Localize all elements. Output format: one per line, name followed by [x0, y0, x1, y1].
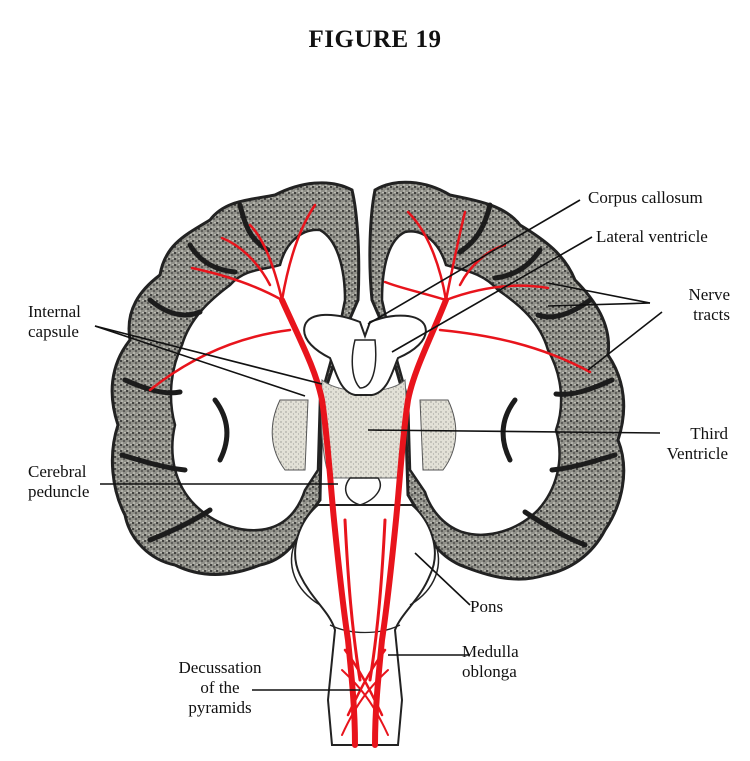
figure-title: FIGURE 19	[308, 26, 442, 53]
nerve-tracts-red	[148, 203, 592, 748]
leader-lines	[94, 199, 663, 691]
medulla-ring	[329, 624, 401, 634]
sulci	[119, 202, 618, 548]
left-temporal-edge	[290, 539, 321, 606]
right-basal-nucleus	[419, 399, 457, 471]
third-ventricle	[344, 477, 381, 506]
label-pons: Pons	[470, 597, 504, 616]
septum	[351, 339, 377, 389]
label-lateral-ventricle: Lateral ventricle	[596, 227, 708, 246]
right-temporal-edge	[409, 539, 440, 606]
brainstem	[294, 504, 436, 746]
label-corpus-callosum: Corpus callosum	[588, 188, 703, 207]
left-basal-nucleus	[271, 399, 309, 471]
